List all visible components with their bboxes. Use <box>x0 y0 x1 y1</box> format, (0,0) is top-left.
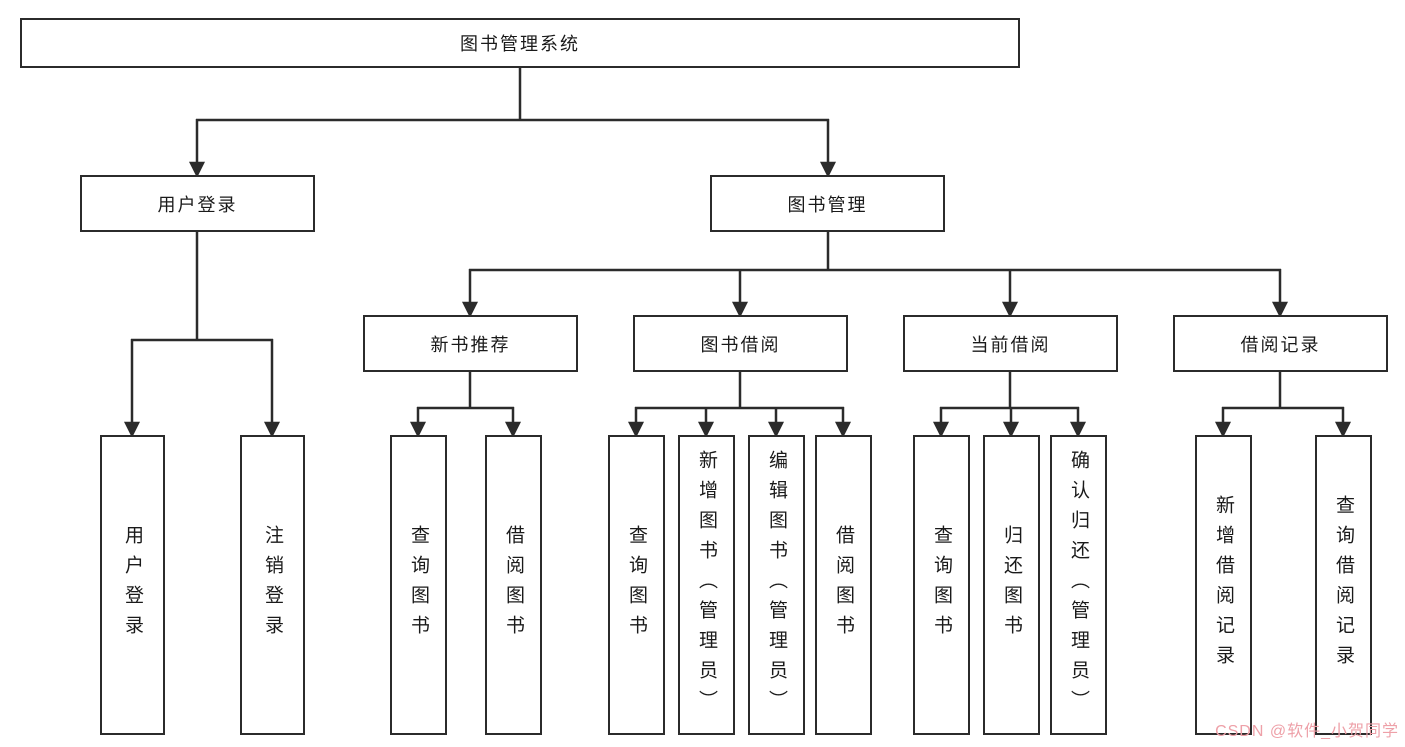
node-root: 图书管理系统 <box>20 18 1020 68</box>
node-borrow-books-leaf: 借阅图书 <box>815 435 872 735</box>
node-query-books-recommend: 查询图书 <box>390 435 447 735</box>
node-borrow-records: 借阅记录 <box>1173 315 1388 372</box>
node-user-login: 用户登录 <box>80 175 315 232</box>
node-return-books: 归还图书 <box>983 435 1040 735</box>
node-new-book-recommend: 新书推荐 <box>363 315 578 372</box>
watermark: CSDN @软件_小贺同学 <box>1215 723 1399 740</box>
node-book-borrow: 图书借阅 <box>633 315 848 372</box>
node-add-borrow-record: 新增借阅记录 <box>1195 435 1252 735</box>
node-login-leaf: 用户登录 <box>100 435 165 735</box>
node-add-book-admin: 新增图书（管理员） <box>678 435 735 735</box>
node-query-books-borrow: 查询图书 <box>608 435 665 735</box>
node-query-books-current: 查询图书 <box>913 435 970 735</box>
node-query-borrow-record: 查询借阅记录 <box>1315 435 1372 735</box>
node-edit-book-admin: 编辑图书（管理员） <box>748 435 805 735</box>
node-confirm-return-admin: 确认归还（管理员） <box>1050 435 1107 735</box>
node-logout-leaf: 注销登录 <box>240 435 305 735</box>
node-borrow-books-recommend: 借阅图书 <box>485 435 542 735</box>
node-current-borrow: 当前借阅 <box>903 315 1118 372</box>
node-book-management: 图书管理 <box>710 175 945 232</box>
